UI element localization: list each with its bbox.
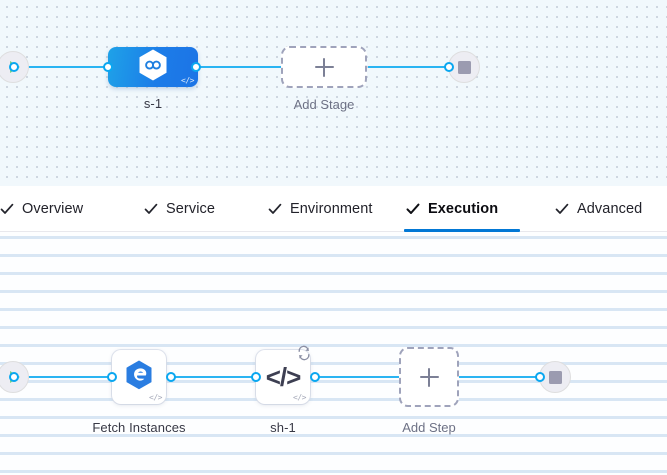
step-node-sh-1-input-port[interactable] [251,372,261,382]
add-step-button[interactable] [399,347,459,407]
code-icon: </> [293,393,306,402]
stage-node-s-1-label: s-1 [143,96,163,111]
stage-node-s-1[interactable]: </> [108,47,198,87]
plus-icon [419,367,439,387]
step-end-port[interactable] [535,372,545,382]
harness-e-hexagon-icon [125,360,153,395]
add-stage-button[interactable] [281,46,367,88]
tab-advanced-label: Advanced [577,201,643,217]
stage-link-add-to-end [368,66,458,68]
tab-active-underline [404,229,520,232]
stage-start-port[interactable] [9,62,19,72]
check-icon [555,202,569,216]
tab-service-label: Service [166,201,216,217]
step-start-port[interactable] [9,372,19,382]
step-node-sh-1-label: sh-1 [270,420,296,435]
step-node-fetch-instances-input-port[interactable] [107,372,117,382]
tab-service[interactable]: Service [142,186,217,232]
step-node-fetch-instances-output-port[interactable] [166,372,176,382]
step-link-add-to-end [459,376,549,378]
stage-config-tabs: Overview Service Environment Execution [0,186,667,232]
stage-node-s-1-input-port[interactable] [103,62,113,72]
stop-icon [548,370,562,384]
pipeline-stage-canvas[interactable]: </> s-1 Add Stage [0,0,667,186]
step-link-sh1-to-add [315,376,399,378]
code-icon: </> [181,76,194,85]
shell-script-code-icon: </> [265,362,302,392]
tab-advanced[interactable]: Advanced [553,186,644,232]
check-icon [144,202,158,216]
stage-link-s1-to-add [196,66,292,68]
pipeline-step-canvas[interactable]: </> Fetch Instances </> </> sh-1 [0,232,667,475]
check-icon [268,202,282,216]
stage-end-port[interactable] [444,62,454,72]
stage-link-start-to-s1 [14,66,122,68]
step-end-node[interactable] [539,361,571,393]
step-node-fetch-instances[interactable]: </> [112,350,166,404]
step-link-start-to-fetch [14,376,112,378]
stage-node-s-1-output-port[interactable] [191,62,201,72]
stop-icon [457,60,471,74]
step-node-fetch-instances-label: Fetch Instances [92,420,186,435]
tab-environment-label: Environment [290,201,373,217]
loop-repeat-icon [296,345,312,361]
add-step-label: Add Step [402,420,456,435]
add-stage-label: Add Stage [293,97,355,112]
tab-execution[interactable]: Execution [404,186,520,232]
plus-icon [314,57,334,77]
step-node-sh-1-output-port[interactable] [310,372,320,382]
check-icon [0,202,14,216]
code-icon: </> [149,393,162,402]
step-link-fetch-to-sh1 [171,376,255,378]
harness-infinity-hexagon-icon [138,49,168,86]
tab-execution-label: Execution [428,201,499,217]
tab-overview-label: Overview [22,201,84,217]
tab-overview[interactable]: Overview [0,186,85,232]
check-icon [406,202,420,216]
tab-environment[interactable]: Environment [266,186,375,232]
